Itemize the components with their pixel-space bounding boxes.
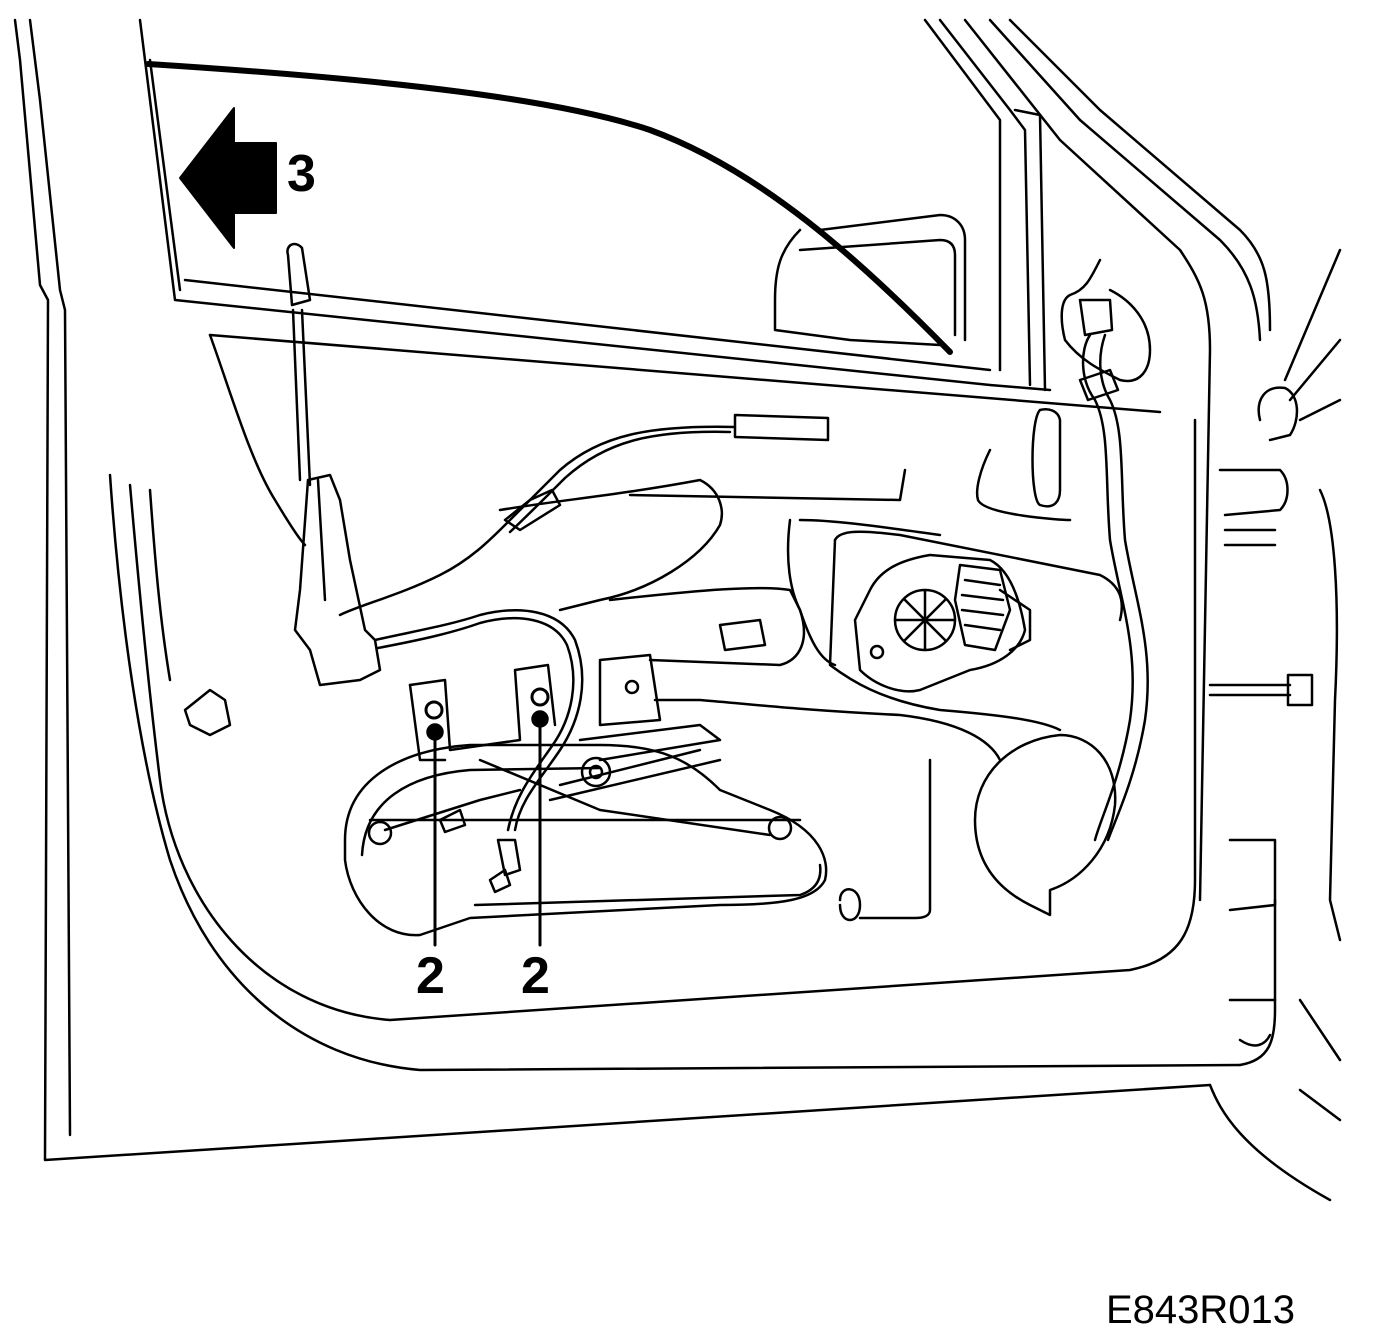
callout-label-2-left: 2: [416, 947, 445, 1005]
bolt-ring-icon: [532, 689, 548, 705]
callout-label-3: 3: [287, 145, 316, 203]
door-frame: [15, 20, 1330, 1200]
figure-code: E843R013: [1106, 1288, 1296, 1332]
window-glass-edge: [148, 64, 950, 352]
bolt-left: [426, 702, 443, 945]
inner-panel: [210, 335, 1160, 920]
wiring-harness: [287, 244, 1312, 892]
lower-left-clip: [185, 690, 230, 735]
window-motor: [855, 555, 1030, 691]
bolt-ring-icon: [426, 702, 442, 718]
callout-label-2-right: 2: [521, 947, 550, 1005]
left-arrow-icon: [180, 108, 276, 248]
mirror-housing: [775, 215, 965, 345]
left-edge-line: [150, 490, 170, 680]
bolt-right: [532, 689, 548, 945]
hinge-side: [1220, 250, 1340, 1120]
speaker-opening: [975, 735, 1115, 915]
